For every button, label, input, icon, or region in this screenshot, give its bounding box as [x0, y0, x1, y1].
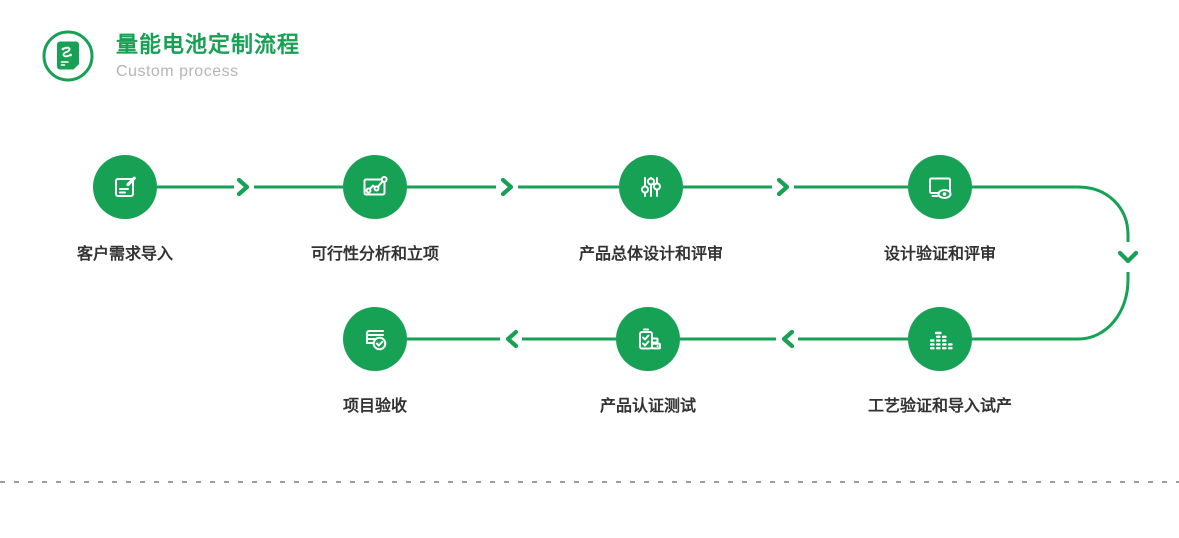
arrow-right-icon [500, 177, 514, 197]
arrow-left-icon [505, 329, 519, 349]
step-circle [343, 155, 407, 219]
arrow-down-icon [1117, 250, 1139, 264]
sliders-icon [641, 177, 661, 197]
step-overall-design: 产品总体设计和评审 [556, 155, 746, 264]
certification-checklist-icon [639, 328, 661, 350]
step-process-verification: 工艺验证和导入试产 [845, 307, 1035, 416]
step-circle [619, 155, 683, 219]
step-label: 产品认证测试 [599, 398, 696, 415]
step-circle [93, 155, 157, 219]
step-label: 客户需求导入 [76, 246, 173, 263]
step-label: 产品总体设计和评审 [578, 246, 723, 263]
page-subtitle: Custom process [116, 63, 239, 81]
step-circle [908, 307, 972, 371]
step-design-verification: 设计验证和评审 [845, 155, 1035, 264]
step-circle [616, 307, 680, 371]
step-label: 项目验收 [342, 398, 407, 415]
step-feasibility-analysis: 可行性分析和立项 [280, 155, 470, 264]
step-label: 设计验证和评审 [883, 246, 996, 263]
arrow-left-icon [781, 329, 795, 349]
header: 量能电池定制流程 Custom process [42, 30, 300, 82]
monitor-review-icon [929, 177, 952, 199]
step-circle [343, 307, 407, 371]
arrow-right-icon [236, 177, 250, 197]
dashed-divider [0, 481, 1179, 483]
edit-document-icon [115, 176, 136, 197]
step-customer-demand: 客户需求导入 [30, 155, 220, 264]
process-document-icon [42, 30, 94, 82]
equalizer-bars-icon [930, 331, 953, 350]
step-circle [908, 155, 972, 219]
page-title: 量能电池定制流程 [116, 32, 301, 57]
step-certification-test: 产品认证测试 [553, 307, 743, 416]
chart-analysis-icon [363, 175, 388, 196]
arrow-right-icon [776, 177, 790, 197]
step-project-acceptance: 项目验收 [280, 307, 470, 416]
step-label: 可行性分析和立项 [310, 246, 439, 263]
approved-document-icon [366, 330, 387, 351]
step-label: 工艺验证和导入试产 [867, 398, 1012, 415]
